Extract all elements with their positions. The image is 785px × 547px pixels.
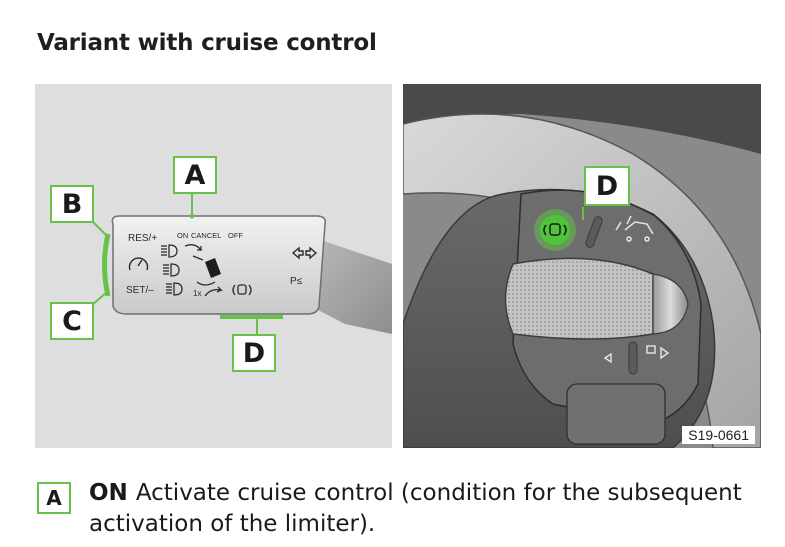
cruise-control-icon — [232, 284, 252, 296]
thumb-wheel[interactable] — [504, 257, 689, 340]
figure-reference-code: S19-0661 — [682, 426, 755, 444]
dashboard-shadow — [403, 84, 761, 154]
lower-button-pad — [566, 383, 666, 445]
callout-d: D — [232, 334, 276, 372]
adaptive-cruise-icon — [615, 215, 654, 242]
speedometer-icon — [128, 257, 149, 271]
cruise-control-icon — [543, 223, 567, 236]
lever-illustration: RES/+ SET/– ON CANCEL OFF 1x P≤ A B C D — [35, 84, 392, 448]
description-keyword: ON — [89, 480, 128, 506]
one-touch-label: 1x — [193, 289, 202, 298]
cancel-label: CANCEL — [191, 231, 222, 240]
flash-arrow-icon — [184, 244, 216, 286]
lever-drawing — [90, 194, 392, 334]
set-minus-label: SET/– — [126, 285, 154, 296]
lever-switch-highlight — [102, 233, 111, 297]
callout-c: C — [50, 302, 94, 340]
flash-arrow-down-icon — [204, 286, 223, 297]
on-label: ON — [177, 231, 189, 240]
description-body: Activate cruise control (condition for t… — [89, 480, 742, 537]
steering-wheel-illustration: D S19-0661 — [403, 84, 761, 448]
off-label: OFF — [228, 231, 243, 240]
previous-icon — [603, 352, 612, 364]
lever-position-mark — [205, 258, 221, 278]
callout-a: A — [173, 156, 217, 194]
callout-d: D — [584, 166, 630, 206]
section-heading: Variant with cruise control — [37, 30, 377, 56]
parking-light-label: P≤ — [290, 276, 303, 287]
callout-b: B — [50, 185, 94, 223]
turn-signal-icon — [291, 246, 318, 260]
description-badge: A — [37, 482, 71, 514]
next-view-icon — [646, 345, 670, 360]
headlight-icon — [161, 244, 183, 296]
steering-wheel-drawing — [403, 84, 761, 448]
cruise-control-button[interactable] — [540, 215, 570, 245]
lever-head — [111, 215, 327, 315]
res-plus-label: RES/+ — [128, 233, 158, 244]
